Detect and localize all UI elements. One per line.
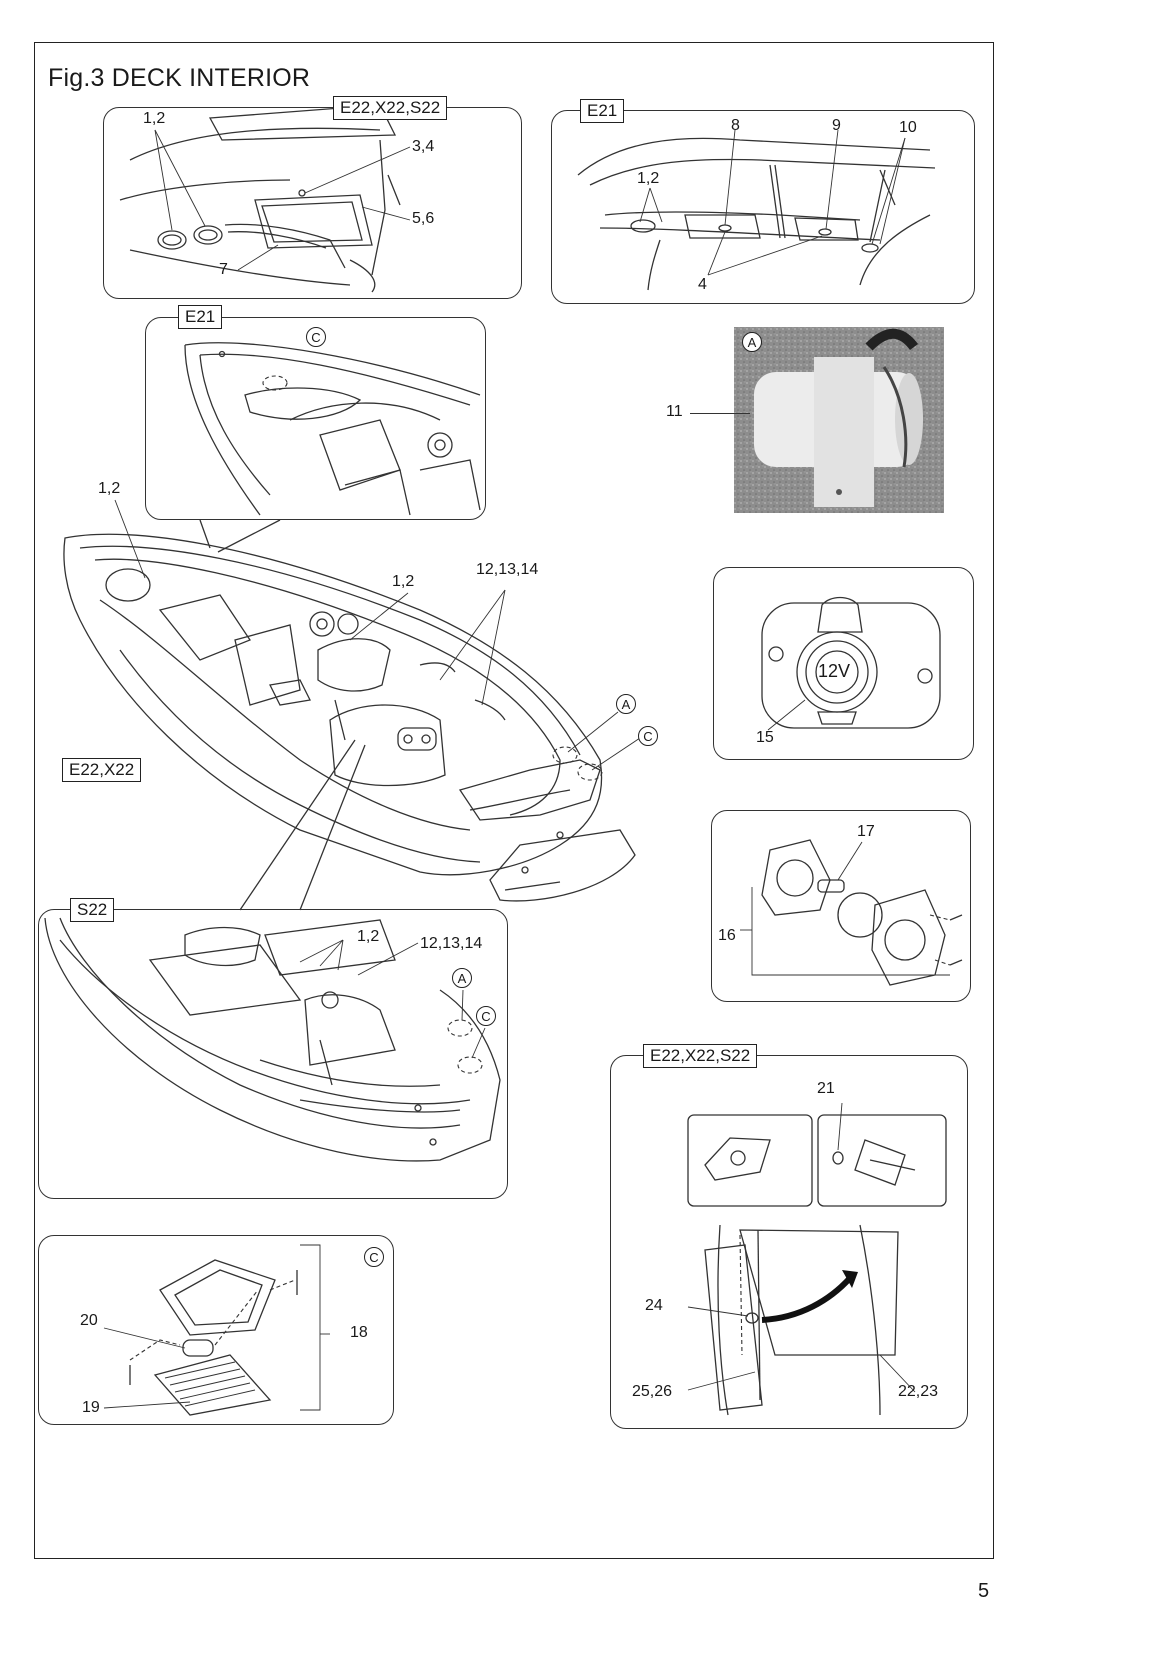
panel-e21-bow (145, 317, 486, 520)
part-label-photo-11: 11 (666, 403, 683, 420)
part-label-fuse-17: 17 (857, 823, 875, 840)
model-tag-door: E22,X22,S22 (643, 1044, 758, 1068)
ref-circle-c-s22: C (476, 1006, 496, 1026)
model-tag-e21-bow: E21 (178, 305, 223, 329)
part-label-light-20: 20 (80, 1312, 98, 1329)
figure-frame (34, 42, 994, 1559)
panel-courtesy-light (38, 1235, 394, 1425)
part-label-door-25-26: 25,26 (632, 1383, 673, 1400)
part-label-s22-1-2: 1,2 (357, 928, 380, 945)
panel-top-left (103, 107, 522, 299)
courtesy-light-drawing (103, 1244, 330, 1416)
glovebox-drawing (119, 104, 411, 293)
fuse-drawing (740, 839, 963, 986)
panel-top-right (551, 110, 975, 304)
ref-circle-a-s22: A (452, 968, 472, 988)
figure-title: Fig.3 DECK INTERIOR (48, 64, 311, 92)
s22-boat-drawing (44, 917, 501, 1162)
model-tag-top-left: E22,X22,S22 (333, 96, 448, 120)
main-boat-drawing (63, 499, 641, 911)
part-label-light-19: 19 (82, 1399, 100, 1416)
e21-bow-drawing (184, 342, 481, 516)
part-label-main-12-13-14: 12,13,14 (476, 561, 539, 578)
part-label-tl-7: 7 (219, 261, 228, 278)
part-label-tr-1-2: 1,2 (637, 170, 660, 187)
part-label-s22-12-13-14: 12,13,14 (420, 935, 483, 952)
ref-circle-a-main: A (616, 694, 636, 714)
access-door-drawing (687, 1102, 947, 1416)
ref-circle-c-e21: C (306, 327, 326, 347)
callout-connector-e21b (217, 519, 281, 553)
panel-fuse (711, 810, 971, 1002)
socket-drawing (761, 596, 941, 731)
ref-circle-c-light: C (364, 1247, 384, 1267)
part-label-photo-11-leader (690, 413, 750, 415)
part-label-tl-3-4: 3,4 (412, 138, 435, 155)
panel-s22-boat (38, 909, 508, 1199)
ref-circle-a-photo: A (742, 332, 762, 352)
model-tag-s22: S22 (70, 898, 115, 922)
page-number: 5 (978, 1580, 990, 1602)
part-label-door-24: 24 (645, 1297, 663, 1314)
e21-console-drawing (577, 129, 936, 291)
part-label-door-22-23: 22,23 (898, 1383, 939, 1400)
bilge-blower-photo (734, 327, 944, 513)
model-tag-main-boat: E22,X22 (62, 758, 142, 782)
ref-circle-c-main: C (638, 726, 658, 746)
panel-access-door (610, 1055, 968, 1429)
part-label-tl-5-6: 5,6 (412, 210, 435, 227)
part-label-main-1-2: 1,2 (392, 573, 415, 590)
socket-12v-text: 12V (818, 661, 851, 681)
part-label-door-21: 21 (817, 1080, 835, 1097)
part-label-tr-10: 10 (899, 119, 917, 136)
part-label-light-18: 18 (350, 1324, 368, 1341)
model-tag-top-right: E21 (580, 99, 625, 123)
callout-connector-e21 (199, 519, 211, 549)
part-label-socket-15: 15 (756, 729, 774, 746)
panel-socket (713, 567, 974, 760)
part-label-ml-1-2: 1,2 (98, 480, 121, 497)
part-label-tr-4: 4 (698, 276, 707, 293)
part-label-tr-9: 9 (832, 117, 841, 134)
part-label-fuse-16: 16 (718, 927, 736, 944)
part-label-tr-8: 8 (731, 117, 740, 134)
part-label-tl-1-2: 1,2 (143, 110, 166, 127)
